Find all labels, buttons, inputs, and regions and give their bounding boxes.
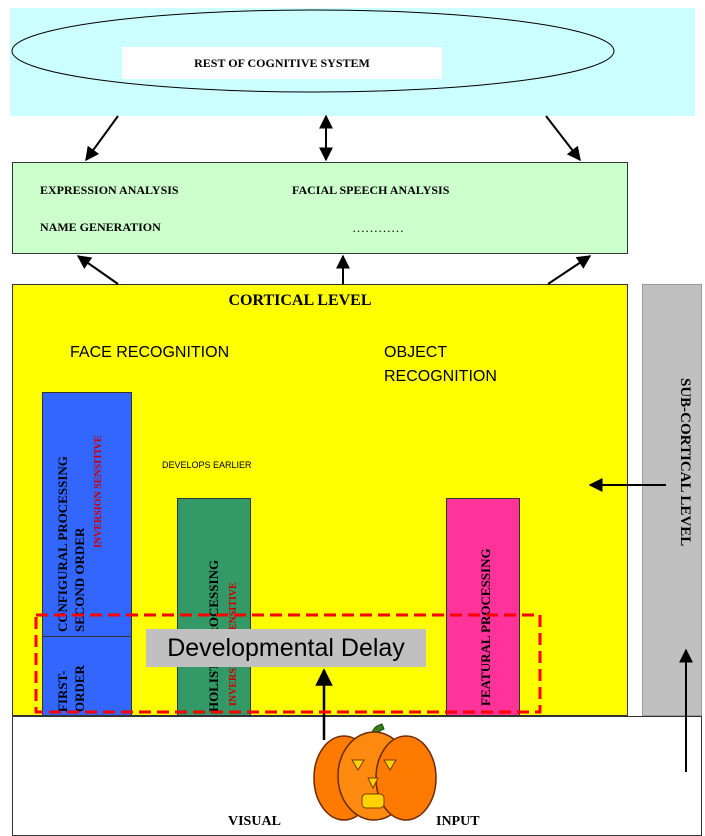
face-recognition-label: FACE RECOGNITION [70, 344, 230, 361]
arrow-cortical-to-left [76, 255, 119, 285]
arrow-cortical-to-right [547, 255, 592, 285]
configural-processing-bar [42, 392, 132, 716]
analysis-box [12, 162, 628, 254]
cortical-level-title: CORTICAL LEVEL [228, 292, 372, 309]
develops-earlier-label: DEVELOPS EARLIER [162, 460, 252, 470]
subcortical-level-box [642, 284, 702, 716]
name-generation-label: NAME GENERATION [40, 220, 161, 234]
arrow-cog-to-expression [85, 115, 119, 162]
developmental-delay-label: Developmental Delay [146, 629, 426, 667]
featural-processing-bar [446, 498, 520, 716]
pumpkin-icon [313, 723, 437, 821]
developmental-delay-dashed-box [34, 613, 542, 714]
holistic-processing-bar [177, 498, 251, 716]
arrow-cog-to-right [545, 115, 581, 162]
input-label: INPUT [436, 814, 480, 829]
analysis-ellipsis: ………… [352, 220, 404, 235]
object-recognition-label-line1: OBJECT [384, 344, 448, 361]
object-recognition-label-line2: RECOGNITION [384, 368, 497, 385]
expression-analysis-label: EXPRESSION ANALYSIS [40, 183, 179, 197]
visual-label: VISUAL [228, 814, 281, 829]
facial-speech-analysis-label: FACIAL SPEECH ANALYSIS [292, 183, 450, 197]
cognitive-system-label: REST OF COGNITIVE SYSTEM [122, 47, 442, 79]
first-order-divider [42, 636, 132, 637]
